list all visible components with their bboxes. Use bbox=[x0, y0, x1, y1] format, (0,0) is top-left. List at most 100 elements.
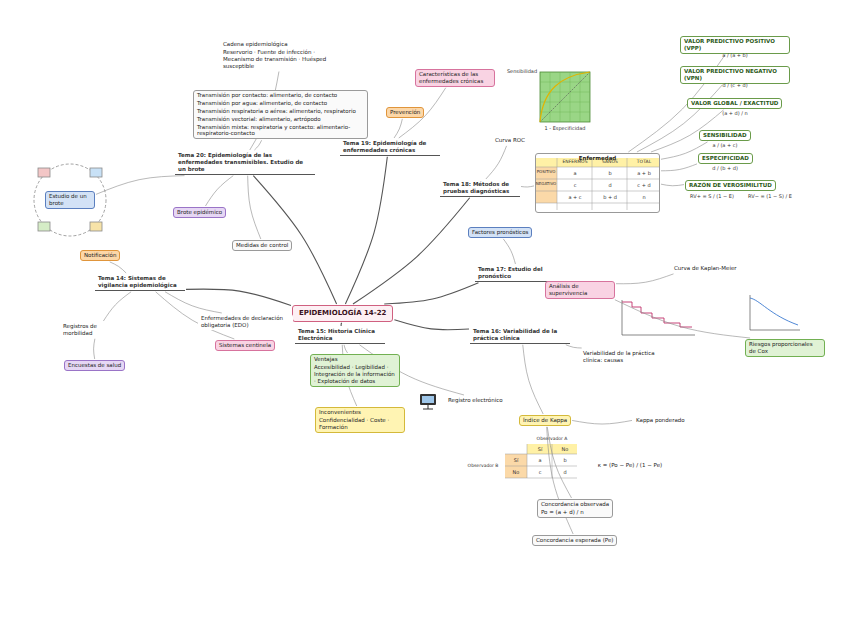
concept-box: Enfermedades de declaración obligatoria … bbox=[198, 314, 293, 330]
node-title: Sistemas centinela bbox=[219, 342, 271, 349]
table-header: No bbox=[562, 446, 569, 452]
table-cell: a + c bbox=[568, 194, 581, 200]
table-row-header: No bbox=[513, 469, 520, 475]
formula: d / (c + d) bbox=[722, 82, 747, 88]
node-title: Prevención bbox=[390, 109, 420, 116]
concept-box: Riesgos proporcionales de Cox bbox=[745, 339, 825, 357]
connector bbox=[186, 289, 291, 305]
formula-box: RAZÓN DE VEROSIMILITUD bbox=[685, 180, 776, 191]
formula-box: VALOR GLOBAL / EXACTITUD bbox=[687, 98, 782, 109]
formula: a / (a + b) bbox=[722, 52, 747, 58]
table-header: Observador A bbox=[537, 436, 568, 441]
table-header: SANOS bbox=[602, 159, 618, 164]
concept-box: Curva ROC bbox=[492, 136, 528, 145]
node-title: Inconvenientes bbox=[319, 409, 401, 416]
node-body: Transmisión vectorial: alimentario, artr… bbox=[197, 116, 364, 123]
formula: κ = (Po − Pe) / (1 − Pe) bbox=[598, 462, 662, 469]
node-title: Tema 18: Métodos de pruebas diagnósticas bbox=[443, 181, 517, 195]
concept-box: Encuestas de salud bbox=[64, 360, 125, 371]
formula-box: VALOR PREDICTIVO POSITIVO (VPP) bbox=[680, 36, 790, 54]
formula: RV+ = S / (1 − E) bbox=[690, 193, 734, 199]
node-body: Po = (a + d) / n bbox=[541, 509, 609, 516]
node-title: Concordancia esperada (Pe) bbox=[536, 537, 613, 544]
central-topic: EPIDEMIOLOGÍA 14-22 bbox=[292, 305, 393, 322]
axis-label: 1 - Especificidad bbox=[544, 125, 585, 131]
connector bbox=[353, 198, 470, 304]
node-title: SENSIBILIDAD bbox=[703, 132, 747, 139]
formula-box: Concordancia observadaPo = (a + d) / n bbox=[537, 499, 613, 518]
outbreak-cycle bbox=[34, 164, 106, 236]
list-box: InconvenientesConfidencialidad · Coste ·… bbox=[315, 407, 405, 433]
connector bbox=[165, 292, 222, 313]
node-title: Análisis de supervivencia bbox=[549, 283, 611, 297]
node-title: VALOR PREDICTIVO POSITIVO (VPP) bbox=[684, 38, 786, 52]
node-title: Encuestas de salud bbox=[68, 362, 121, 369]
connector bbox=[254, 140, 261, 150]
connector bbox=[103, 292, 131, 321]
table-cell: a bbox=[538, 457, 541, 463]
connector bbox=[394, 119, 402, 138]
node-title: ESPECIFICIDAD bbox=[702, 155, 749, 162]
table-row-header: Sí bbox=[514, 457, 519, 463]
formula-box: ESPECIFICIDAD bbox=[698, 153, 753, 164]
roc-chart bbox=[540, 72, 590, 122]
connector bbox=[637, 85, 723, 152]
table-header: Observador B bbox=[468, 463, 499, 468]
node-body: Transmisión mixta: respiratoria y contac… bbox=[197, 124, 364, 138]
topic-title: Tema 14: Sistemas de vigilancia epidemio… bbox=[95, 274, 185, 291]
table-header: TOTAL bbox=[637, 159, 651, 164]
list-box: VentajasAccesibilidad · Legibilidad · In… bbox=[310, 354, 400, 387]
formula: a / (a + c) bbox=[712, 142, 737, 148]
table-row-header: POSITIVO bbox=[537, 170, 556, 175]
connector bbox=[110, 262, 126, 273]
concept-pill: Prevención bbox=[386, 107, 424, 118]
table-cell: d bbox=[563, 469, 566, 475]
node-title: Registros de morbilidad bbox=[63, 323, 127, 337]
node-title: Estudio de un brote bbox=[49, 193, 91, 207]
node-title: Curva ROC bbox=[495, 137, 525, 144]
concept-box: Características de las enfermedades crón… bbox=[415, 69, 495, 87]
formula-box: VALOR PREDICTIVO NEGATIVO (VPN) bbox=[680, 66, 790, 84]
connector bbox=[523, 345, 543, 414]
node-body: Reservorio · Fuente de infección · Mecan… bbox=[223, 49, 347, 70]
concept-box: Brote epidémico bbox=[173, 207, 226, 218]
connector bbox=[521, 186, 534, 187]
concept-box: Factores pronósticos bbox=[468, 227, 532, 238]
connector bbox=[503, 239, 515, 264]
node-title: Enfermedades de declaración obligatoria … bbox=[201, 315, 290, 329]
table-cell: n bbox=[642, 194, 645, 200]
table-cell: c bbox=[574, 182, 577, 188]
node-title: Factores pronósticos bbox=[472, 229, 528, 236]
table-header: ENFERMOS bbox=[562, 159, 587, 164]
connector bbox=[341, 323, 343, 326]
connector bbox=[661, 184, 684, 186]
topic-title: Tema 18: Métodos de pruebas diagnósticas bbox=[440, 180, 520, 197]
concept-box: Análisis de supervivencia bbox=[545, 281, 615, 299]
node-body: Transmisión por agua: alimentario, de co… bbox=[197, 100, 364, 107]
connector bbox=[248, 176, 261, 239]
formula: d / (b + d) bbox=[712, 165, 738, 171]
connector bbox=[96, 176, 185, 195]
concept-box: Estudio de un brote bbox=[45, 191, 95, 209]
concept-box: Curva de Kaplan-Meier bbox=[671, 264, 740, 273]
table-cell: c bbox=[539, 469, 542, 475]
table-cell: c + d bbox=[637, 182, 650, 188]
table-cell: b bbox=[608, 170, 611, 176]
formula: RV− = (1 − S) / E bbox=[748, 193, 792, 199]
node-title: Cadena epidemiológica bbox=[223, 41, 347, 48]
connector bbox=[616, 274, 674, 284]
node-title: RAZÓN DE VEROSIMILITUD bbox=[689, 182, 772, 189]
table-cell: b + d bbox=[603, 194, 617, 200]
node-body: Accesibilidad · Legibilidad · Integració… bbox=[314, 364, 396, 385]
connector bbox=[345, 157, 387, 304]
connector bbox=[615, 300, 750, 338]
concept-pill: Notificación bbox=[80, 250, 120, 261]
concept-box: Medidas de control bbox=[232, 240, 292, 251]
node-title: Registro electrónico bbox=[448, 397, 503, 404]
connector bbox=[394, 320, 469, 330]
computer-icon bbox=[420, 394, 436, 409]
note-box: Cadena epidemiológicaReservorio · Fuente… bbox=[220, 40, 350, 71]
connector bbox=[384, 283, 478, 304]
node-title: Concordancia observada bbox=[541, 501, 609, 508]
list-box: Transmisión por contacto: alimentario, d… bbox=[193, 90, 368, 139]
